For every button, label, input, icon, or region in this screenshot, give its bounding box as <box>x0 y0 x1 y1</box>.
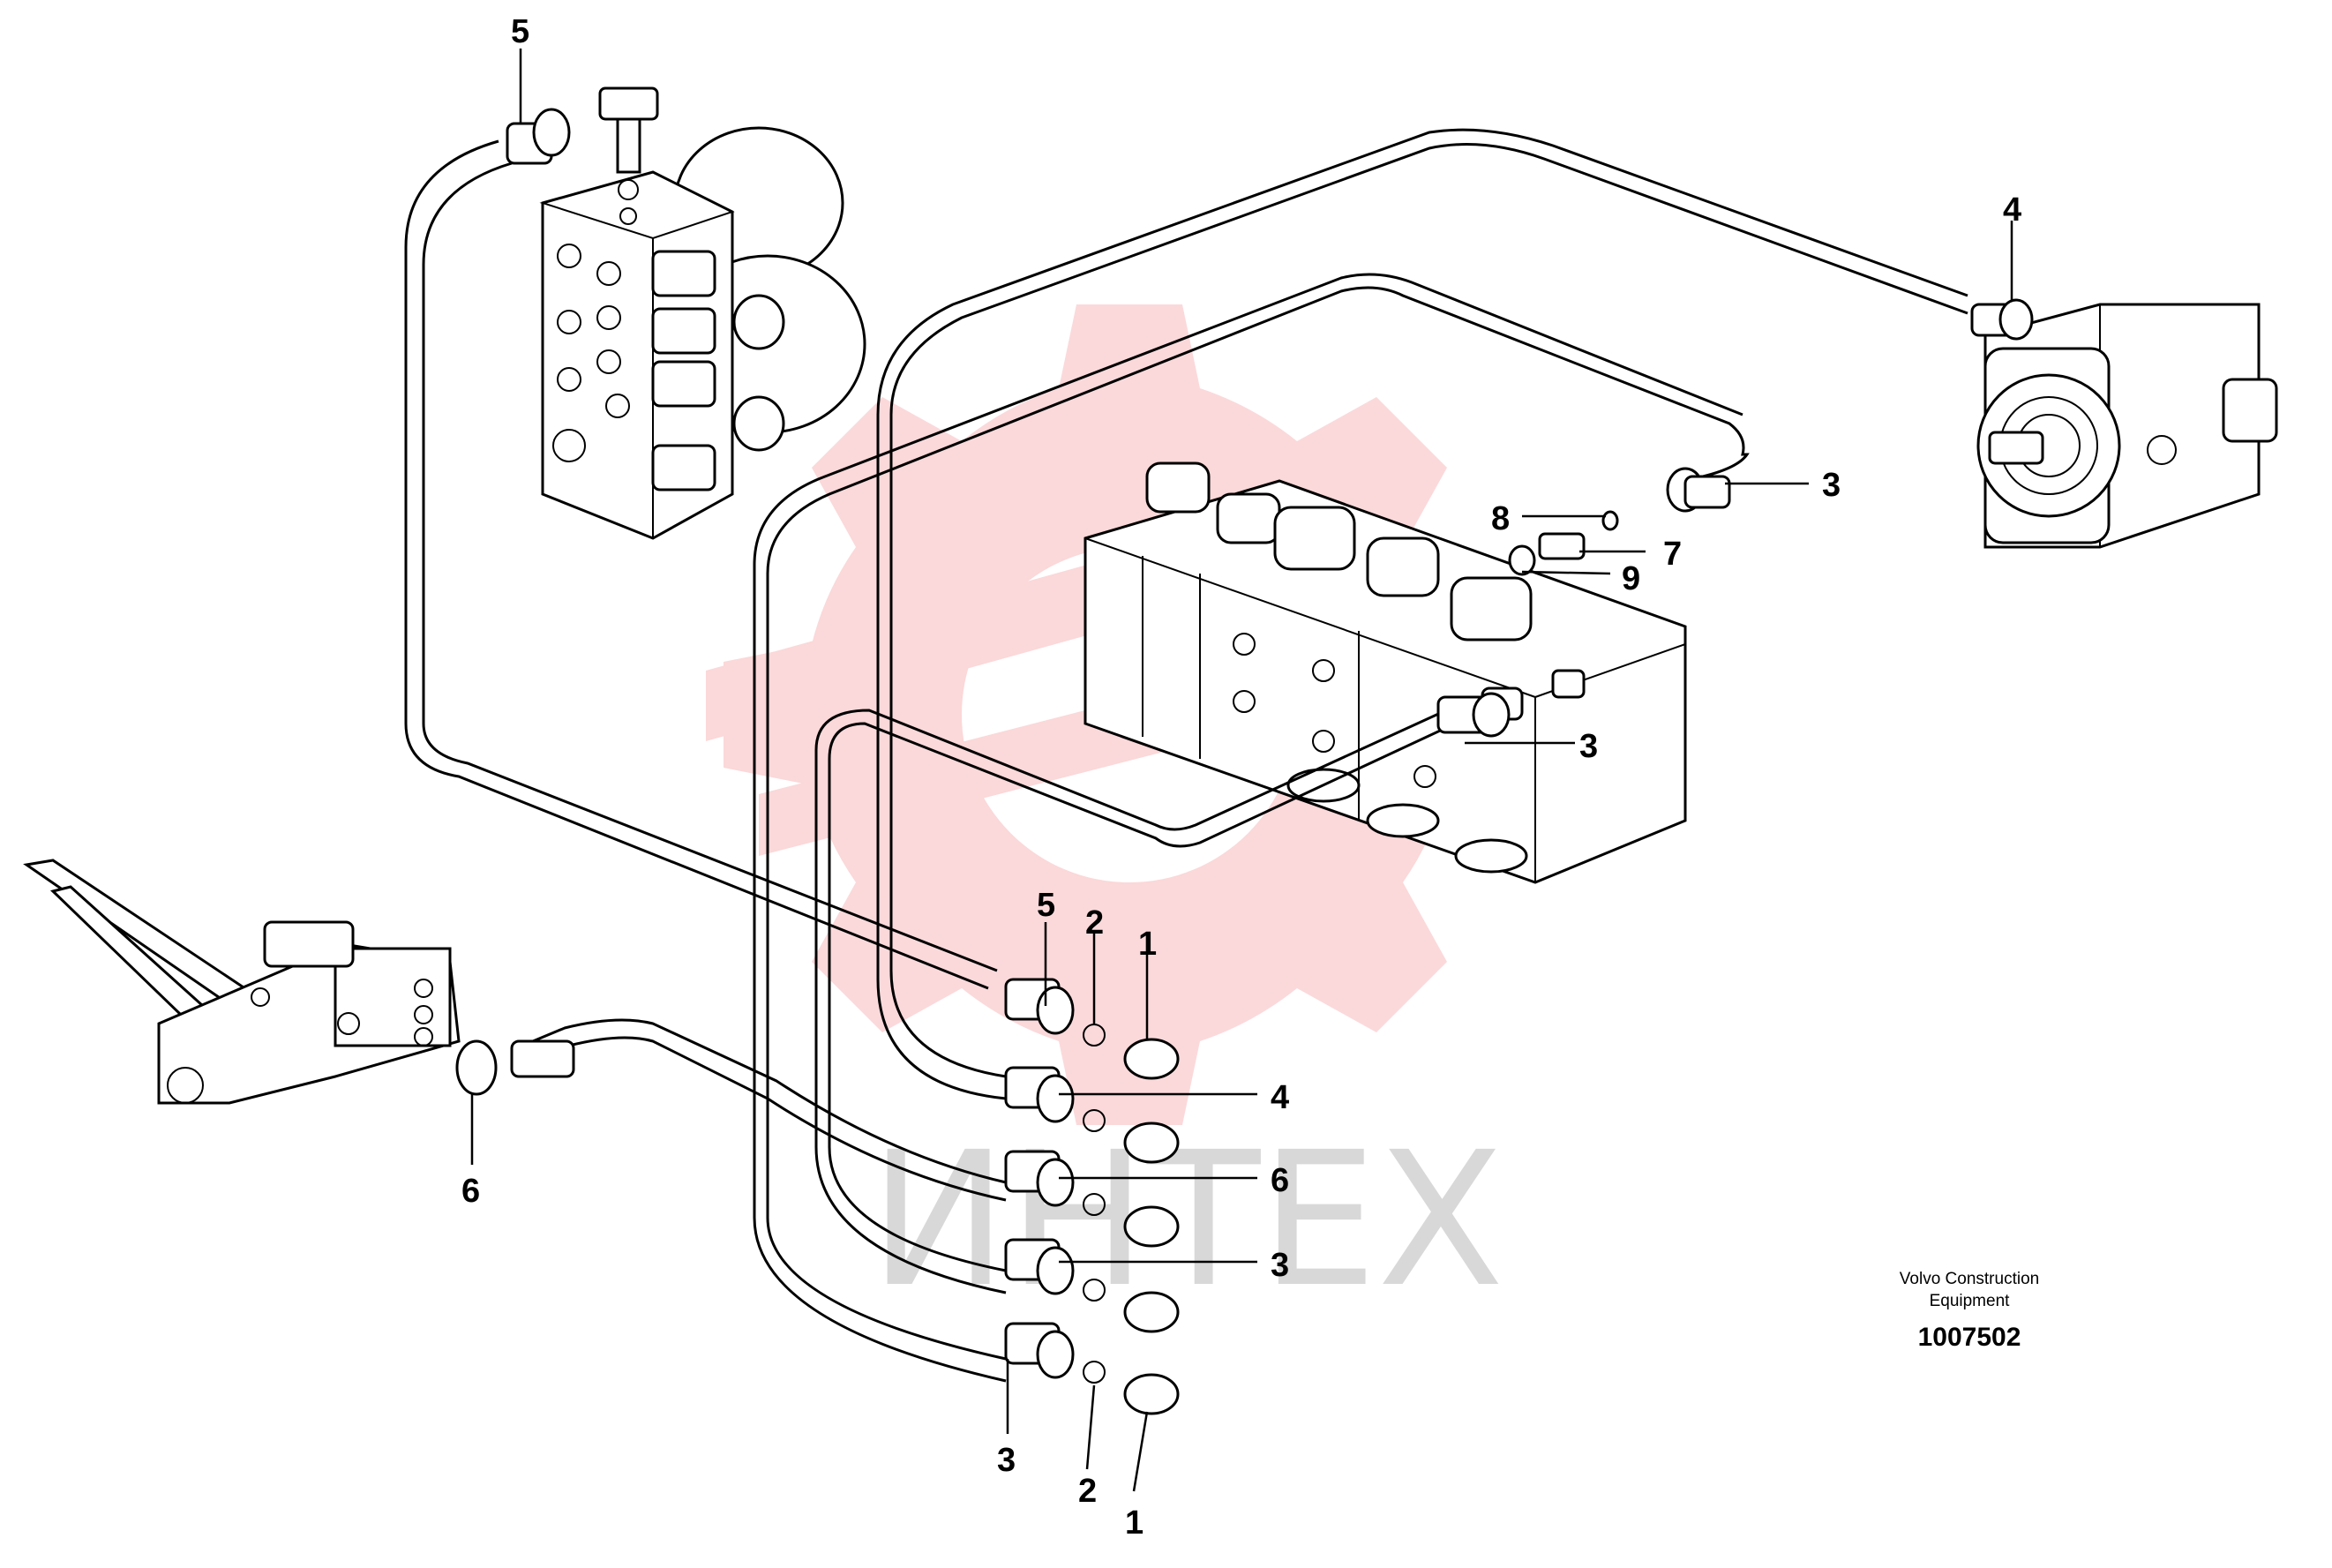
callout-3-bottom: 3 <box>997 1442 1016 1479</box>
leader-lines <box>470 49 2013 1492</box>
motor-right <box>1976 303 2278 549</box>
callout-1-bottom: 1 <box>1125 1504 1144 1542</box>
fitting-row-2 <box>1004 1066 1180 1164</box>
callout-2-bottom: 2 <box>1078 1473 1097 1510</box>
callout-2-mid: 2 <box>1085 904 1104 942</box>
fitting-row-4 <box>1004 1238 1180 1333</box>
callout-9: 9 <box>1622 560 1640 597</box>
pedal-valve-left <box>23 859 461 1105</box>
valve-bank-center <box>1084 461 1687 884</box>
credit-line-1: Volvo Construction <box>1900 1270 2039 1288</box>
fitting-row-3 <box>1004 1150 1180 1248</box>
callout-8: 8 <box>1491 500 1510 537</box>
valve-block-upper-left <box>539 86 866 540</box>
fittings-misc <box>455 108 2034 1096</box>
credit-line-2: Equipment <box>1930 1292 2011 1310</box>
fitting-column <box>1004 978 1180 1415</box>
hose-lines <box>404 128 1968 1383</box>
callout-1-mid: 1 <box>1138 926 1157 963</box>
callout-7: 7 <box>1663 536 1682 573</box>
callout-labels: 5 4 3 8 7 9 3 5 2 1 4 6 3 6 3 2 1 <box>461 13 2021 1542</box>
credit-block: Volvo Construction Equipment 1007502 <box>1900 1270 2039 1352</box>
callout-3-valve: 3 <box>1579 728 1598 765</box>
callout-6-mid: 6 <box>1271 1162 1289 1199</box>
callout-4-motor: 4 <box>2003 191 2021 229</box>
callout-5-mid: 5 <box>1037 887 1055 924</box>
callout-4-mid: 4 <box>1271 1079 1289 1116</box>
callout-6-pedal: 6 <box>461 1173 480 1210</box>
drawing-number: 1007502 <box>1918 1323 2021 1352</box>
callout-5-top: 5 <box>511 13 529 50</box>
watermark-text: ИНТЕХ <box>869 1112 1504 1328</box>
callout-3-upper: 3 <box>1822 467 1841 504</box>
callout-3-mid: 3 <box>1271 1247 1289 1284</box>
fitting-row-5 <box>1004 1322 1180 1415</box>
